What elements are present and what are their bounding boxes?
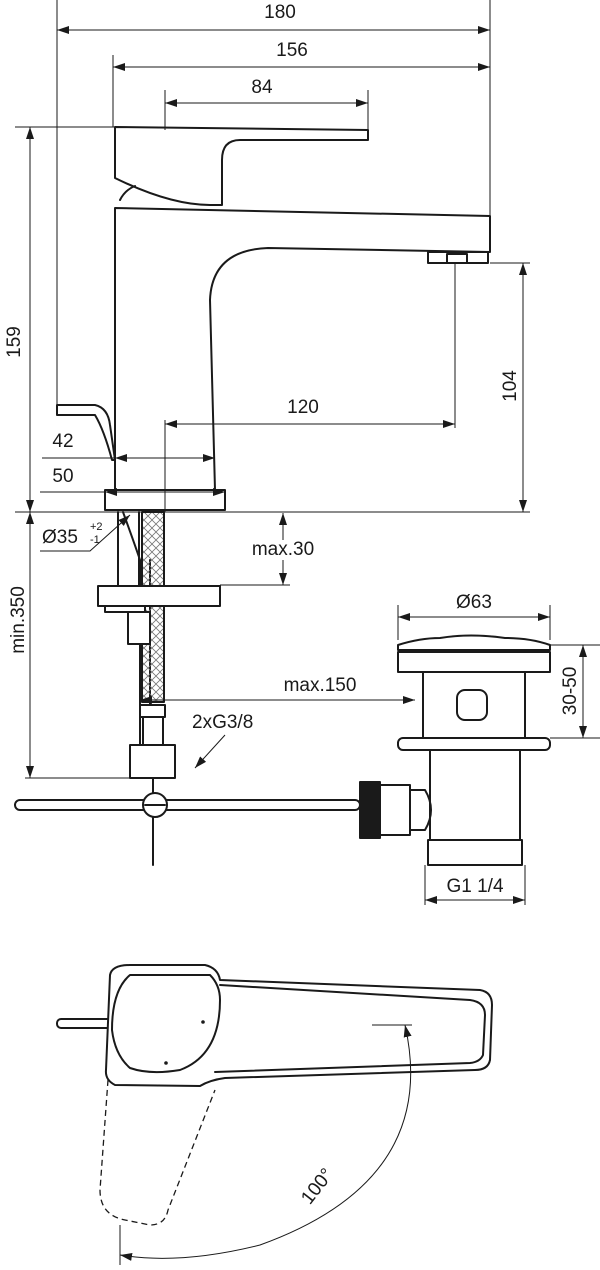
leader-g38 xyxy=(194,734,226,769)
label-156: 156 xyxy=(276,40,308,61)
label-42: 42 xyxy=(52,431,73,452)
popup-horizontal-rod xyxy=(14,799,361,811)
connection-nut xyxy=(129,744,176,779)
label-connections: 2xG3/8 xyxy=(192,712,253,733)
label-min350: min.350 xyxy=(8,586,29,654)
label-120: 120 xyxy=(287,397,319,418)
faucet-side-view xyxy=(56,126,491,511)
waste-nut xyxy=(397,737,551,751)
rotated-lever-dashed xyxy=(99,1079,216,1226)
body-top-outline xyxy=(104,964,493,1087)
marker-dot xyxy=(164,1061,168,1065)
label-g114: G1 1/4 xyxy=(446,876,503,897)
lever-joint xyxy=(119,185,136,201)
label-max150: max.150 xyxy=(284,675,357,696)
label-159: 159 xyxy=(4,326,25,358)
faucet-body-outline xyxy=(114,207,491,491)
label-tol-plus: +2 xyxy=(90,521,103,533)
waste-thread xyxy=(427,839,523,866)
faucet-top-view xyxy=(56,964,493,1265)
fixing-plate xyxy=(97,585,221,607)
label-hole-diameter: Ø35 xyxy=(42,527,78,548)
label-angle: 100° xyxy=(297,1165,338,1209)
label-84: 84 xyxy=(251,77,273,98)
fixing-washer xyxy=(104,605,146,613)
marker-dot xyxy=(201,1020,205,1024)
waste-slot xyxy=(456,689,488,721)
rotation-arc xyxy=(119,1024,412,1261)
waste-plug xyxy=(397,634,551,651)
spout-top-outline xyxy=(214,984,486,1073)
dimension-lines xyxy=(15,0,600,905)
label-180: 180 xyxy=(264,2,296,23)
label-tol-minus: -1 xyxy=(90,534,100,546)
waste-flange xyxy=(397,651,551,673)
label-50: 50 xyxy=(52,466,73,487)
leader-35 xyxy=(40,514,131,552)
label-63: Ø63 xyxy=(456,592,492,613)
label-30-50: 30-50 xyxy=(560,667,581,716)
hose-connector xyxy=(142,716,164,746)
label-max30: max.30 xyxy=(252,539,314,560)
hex-nut xyxy=(127,611,151,645)
aerator-center xyxy=(446,253,468,264)
rod-housing-join xyxy=(409,789,432,831)
popup-waste xyxy=(359,634,551,866)
hose-ferrule xyxy=(139,704,166,718)
lever-handle xyxy=(114,126,369,206)
rod-nut xyxy=(359,781,381,839)
label-104: 104 xyxy=(500,370,521,402)
waste-tailpiece xyxy=(429,749,521,841)
popup-lever xyxy=(56,404,116,461)
